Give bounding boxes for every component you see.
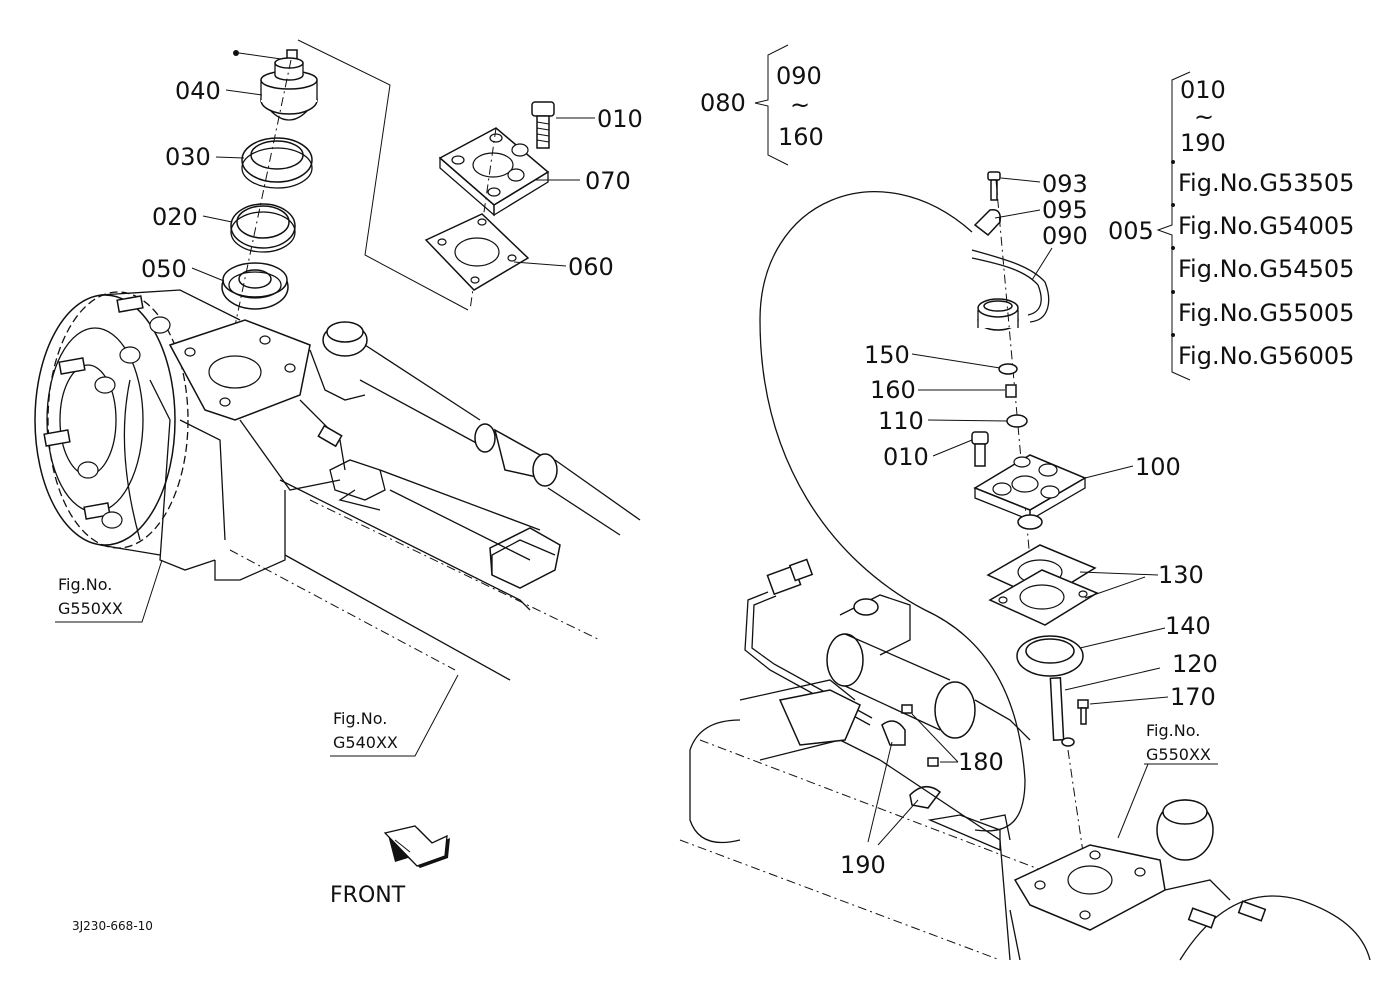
- label-095: 095: [1042, 196, 1088, 224]
- label-005-sep: ~: [1194, 103, 1214, 131]
- label-170: 170: [1170, 683, 1216, 711]
- part-100-housing: [973, 454, 1087, 530]
- part-010-bolt-right: [971, 431, 989, 467]
- right-fig-refs: Fig.No. G550XX: [1146, 721, 1211, 764]
- label-190: 190: [840, 851, 886, 879]
- label-040: 040: [175, 77, 221, 105]
- label-005-end: 190: [1180, 129, 1226, 157]
- part-050-bearing: [221, 262, 289, 310]
- axle-housing: [279, 459, 601, 681]
- front-arrow-icon: [383, 825, 450, 868]
- part-090-sensor: [971, 249, 1050, 331]
- group-005-labels: 005 010 ~ 190 Fig.No.G53505 Fig.No.G5400…: [1108, 76, 1354, 370]
- label-080-end: 160: [778, 123, 824, 151]
- label-160: 160: [870, 376, 916, 404]
- label-080: 080: [700, 89, 746, 117]
- label-005-start: 010: [1180, 76, 1226, 104]
- ref2-line1: Fig.No.: [333, 709, 387, 728]
- label-150: 150: [864, 341, 910, 369]
- left-part-labels: 040 030 020 050 010 070 060: [141, 77, 643, 283]
- knuckle-housing: [123, 319, 341, 581]
- label-070: 070: [585, 167, 631, 195]
- part-180-bolts: [901, 704, 939, 767]
- label-005: 005: [1108, 217, 1154, 245]
- ref1-line2: G550XX: [58, 599, 123, 618]
- right-part-labels: 093 095 090 150 160 110 010 100 130 140 …: [840, 170, 1218, 879]
- part-093-screw: [987, 171, 1001, 201]
- part-140-seal: [1016, 635, 1084, 677]
- ref2-line2: G540XX: [333, 733, 398, 752]
- part-010-bolt: [531, 101, 555, 149]
- knuckle-right: [1009, 799, 1371, 961]
- label-120: 120: [1172, 650, 1218, 678]
- label-020: 020: [152, 203, 198, 231]
- label-130: 130: [1158, 561, 1204, 589]
- part-060-gasket: [424, 213, 530, 291]
- group-080-labels: 080 090 ~ 160: [700, 62, 824, 151]
- label-140: 140: [1165, 612, 1211, 640]
- part-020-race: [230, 203, 296, 253]
- fig-ref-3: Fig.No.G54505: [1178, 255, 1354, 283]
- label-010-right: 010: [883, 443, 929, 471]
- label-050: 050: [141, 255, 187, 283]
- label-100: 100: [1135, 453, 1181, 481]
- bracket-080: [754, 44, 789, 166]
- part-160-spring: [1005, 384, 1017, 398]
- part-130-gaskets: [986, 544, 1099, 626]
- label-060: 060: [568, 253, 614, 281]
- part-110-ring: [1006, 414, 1028, 428]
- wheel-hub: [34, 289, 241, 556]
- fig-ref-2: Fig.No.G54005: [1178, 212, 1354, 240]
- drawing-code: 3J230-668-10: [72, 919, 153, 933]
- label-180: 180: [958, 748, 1004, 776]
- left-assembly: [34, 39, 641, 868]
- label-080-start: 090: [776, 62, 822, 90]
- part-070-plate: [438, 127, 550, 217]
- label-010-left: 010: [597, 105, 643, 133]
- label-110: 110: [878, 407, 924, 435]
- part-030-seal: [241, 137, 313, 189]
- tie-rod: [299, 321, 641, 536]
- left-fig-refs: Fig.No. G550XX Fig.No. G540XX: [58, 575, 398, 752]
- label-090: 090: [1042, 222, 1088, 250]
- fig-ref-4: Fig.No.G55005: [1178, 299, 1354, 327]
- front-label: FRONT: [330, 883, 406, 908]
- ref3-line2: G550XX: [1146, 745, 1211, 764]
- part-120-shaft: [1049, 676, 1075, 747]
- part-095-clamp: [973, 209, 1002, 237]
- ref1-line1: Fig.No.: [58, 575, 112, 594]
- label-093: 093: [1042, 170, 1088, 198]
- grease-dot: [233, 50, 239, 56]
- bracket-005: [1156, 71, 1191, 381]
- connector: [744, 558, 873, 726]
- part-190-clamps: [881, 720, 942, 809]
- label-080-sep: ~: [790, 91, 810, 119]
- right-assembly: [679, 44, 1371, 961]
- part-150-washer: [998, 363, 1018, 375]
- fig-ref-1: Fig.No.G53505: [1178, 169, 1354, 197]
- part-170-screw: [1077, 699, 1089, 725]
- label-030: 030: [165, 143, 211, 171]
- axle-housing-right: [679, 594, 1121, 961]
- ref3-line1: Fig.No.: [1146, 721, 1200, 740]
- part-040-cap: [260, 57, 318, 121]
- sensor-cable-loop: [759, 191, 1026, 832]
- fig-ref-5: Fig.No.G56005: [1178, 342, 1354, 370]
